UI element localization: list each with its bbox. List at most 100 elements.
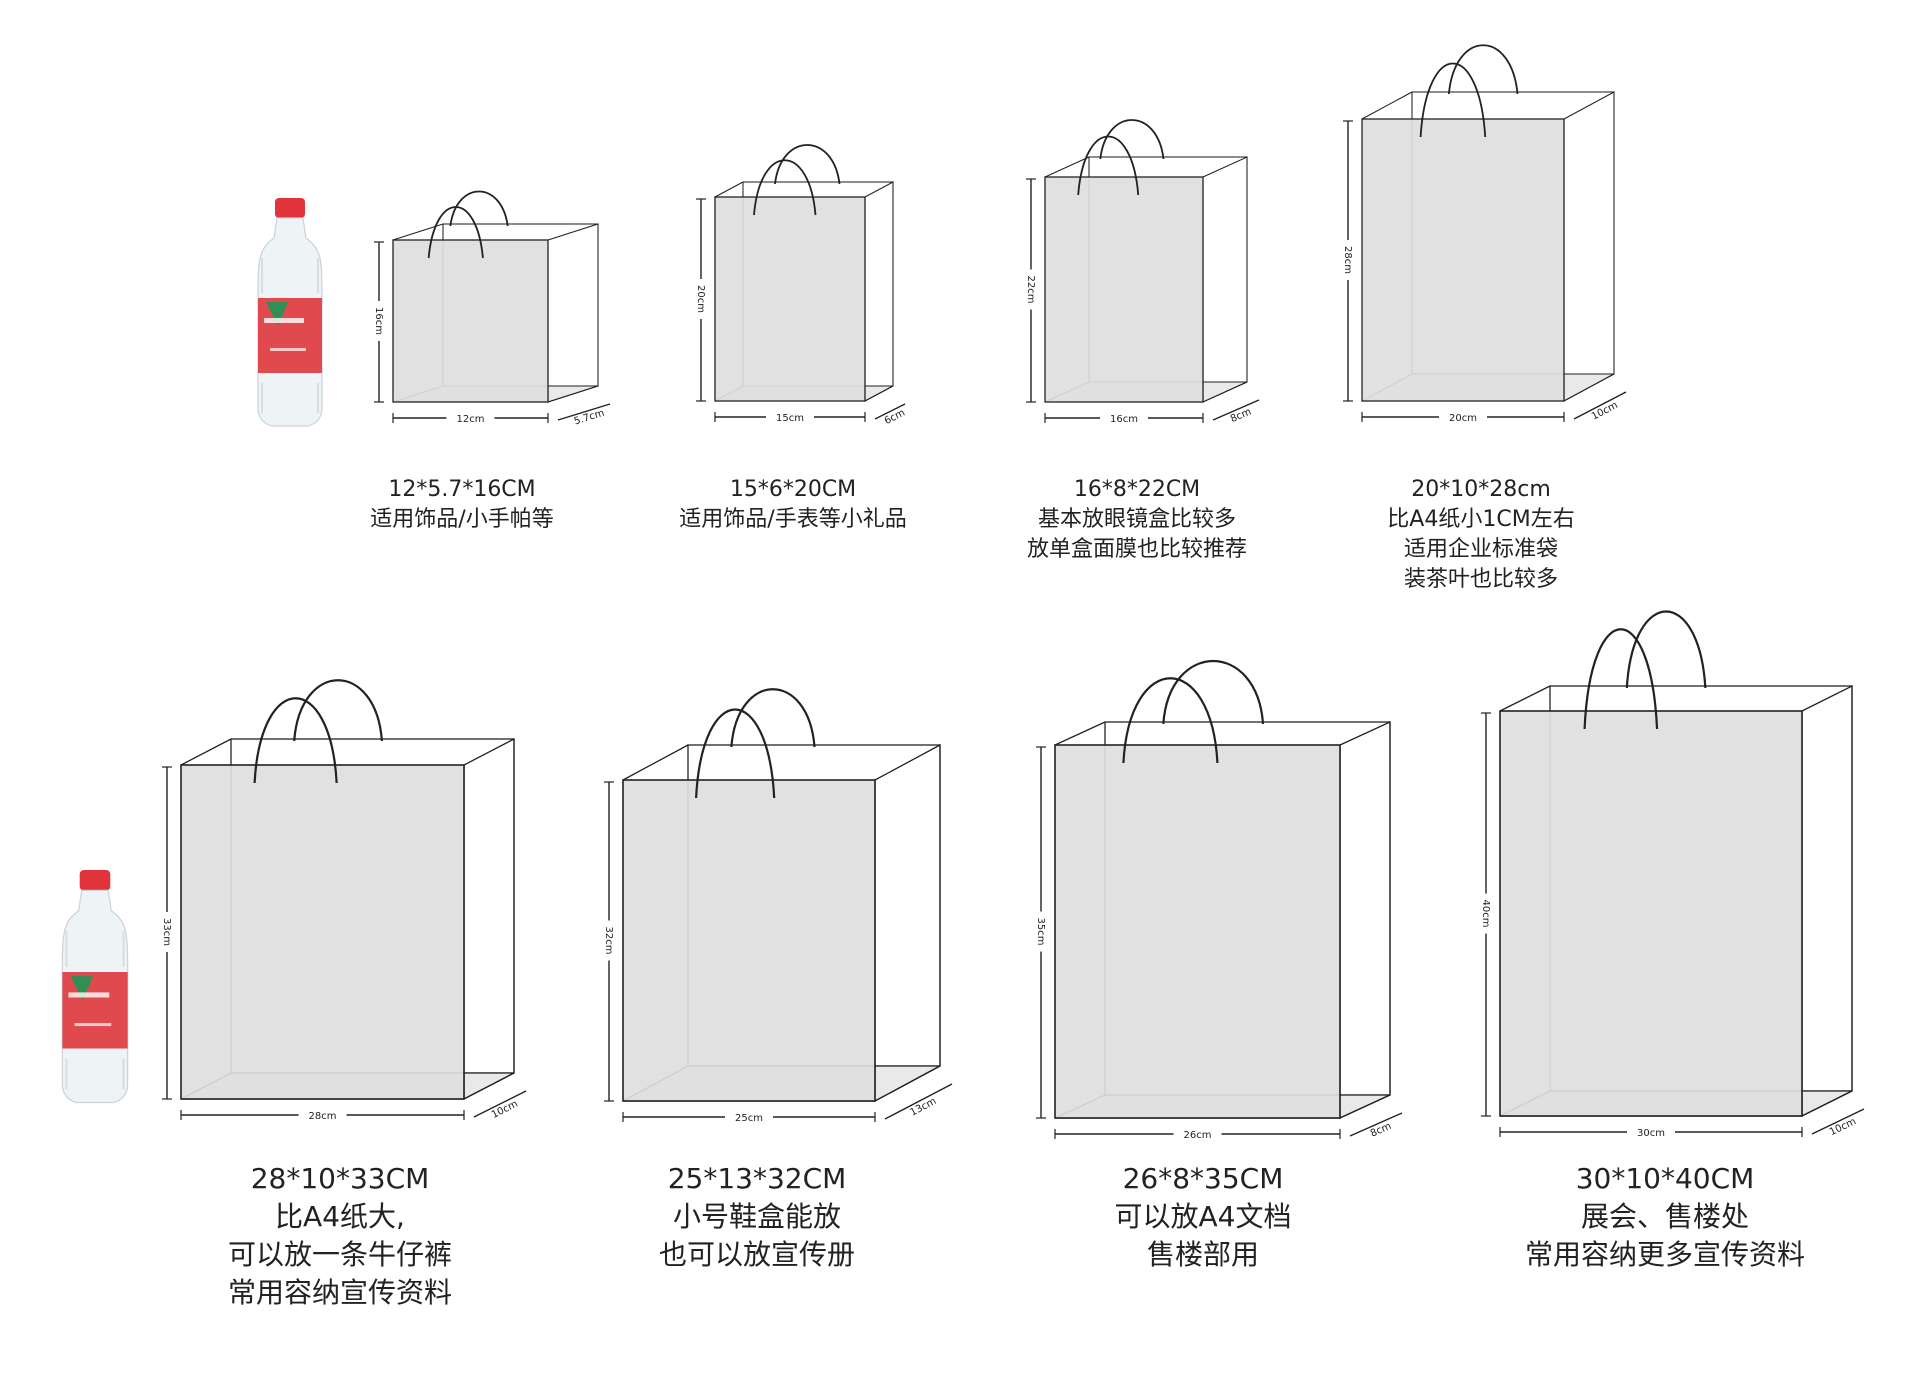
depth-dimension-line: [1212, 399, 1260, 421]
depth-label: 8cm: [1369, 1121, 1393, 1140]
width-label: 12cm: [457, 414, 485, 425]
label-gap: [1035, 911, 1047, 952]
bag-front-panel: [1054, 744, 1341, 1119]
back-handle: [1162, 660, 1265, 725]
width-label: 16cm: [1110, 414, 1138, 425]
bag-side-face: [1563, 91, 1615, 402]
water-bottle-icon: [257, 198, 323, 427]
bag-front-panel: [180, 764, 465, 1100]
label-gap: [1342, 240, 1354, 280]
bottle-label: [258, 298, 322, 373]
bag-front-panel: [622, 779, 876, 1102]
front-handle: [694, 708, 776, 799]
bag-usage-line: 适用饰品/小手帕等: [370, 507, 554, 532]
bag-usage-line: 展会、售楼处: [1580, 1200, 1750, 1233]
back-handle: [774, 144, 841, 185]
bottle-label-stripe: [74, 1023, 112, 1027]
depth-dimension-line: [1349, 1112, 1403, 1137]
height-label: 22cm: [1025, 276, 1036, 304]
width-label: 26cm: [1184, 1130, 1212, 1141]
label-gap: [1480, 893, 1492, 934]
bag-side-face: [1339, 721, 1391, 1119]
bag-size-label: 12*5.7*16CM: [388, 477, 536, 502]
bag-front-panel: [1044, 176, 1204, 403]
bag-front-panel: [1499, 710, 1803, 1117]
label-gap: [725, 1111, 773, 1123]
back-handle: [449, 190, 509, 227]
front-handle: [1419, 62, 1487, 138]
bag-top-edge: [1499, 685, 1551, 712]
bag-usage-line: 常用容纳更多宣传资料: [1524, 1238, 1806, 1271]
bag-usage-line: 可以放一条牛仔裤: [227, 1238, 453, 1271]
height-label: 28cm: [1342, 246, 1353, 274]
bag-caption-1: 12*5.7*16CM 适用饰品/小手帕等: [370, 475, 553, 535]
width-label: 15cm: [776, 413, 804, 424]
depth-label: 6cm: [883, 408, 907, 428]
bag-caption-8: 30*10*40CM 展会、售楼处常用容纳更多宣传资料: [1525, 1160, 1805, 1274]
depth-dimension-line: [473, 1090, 527, 1118]
front-handle: [1077, 135, 1140, 196]
bag-front-panel: [714, 196, 866, 402]
bag-top-edge: [180, 738, 232, 766]
bag-usage-line: 小号鞋盒能放: [672, 1200, 842, 1233]
bottle-ridges: [261, 258, 319, 413]
bag-7: 35cm 26cm 8cm: [1035, 660, 1403, 1141]
bag-usage-line: 可以放A4文档: [1114, 1200, 1292, 1233]
bag-caption-7: 26*8*35CM 可以放A4文档售楼部用: [1115, 1160, 1292, 1274]
label-gap: [603, 920, 615, 961]
depth-dimension-line: [884, 1083, 953, 1120]
label-gap: [695, 279, 707, 319]
bag-side-face: [1801, 684, 1853, 1118]
back-handle: [1447, 44, 1519, 95]
bag-size-label: 26*8*35CM: [1122, 1162, 1284, 1195]
bag-usage-line: 售楼部用: [1146, 1238, 1260, 1271]
label-gap: [161, 912, 173, 952]
bag-top-edge: [714, 181, 744, 198]
back-handle: [1625, 610, 1707, 689]
height-label: 35cm: [1035, 918, 1046, 946]
bag-size-label: 28*10*33CM: [250, 1162, 430, 1195]
depth-dimension-line: [1811, 1108, 1865, 1135]
bag-front-panel: [1361, 118, 1565, 402]
label-gap: [446, 412, 495, 424]
back-handle: [730, 688, 816, 748]
bag-side-face: [547, 223, 599, 403]
label-gap: [298, 1109, 347, 1121]
height-label: 32cm: [603, 927, 614, 955]
bag-side-face: [864, 181, 894, 402]
front-handle: [753, 159, 817, 216]
bottle-ridges: [65, 931, 125, 1090]
bag-size-label: 30*10*40CM: [1575, 1162, 1755, 1195]
back-handle: [1099, 119, 1165, 160]
front-handle: [427, 206, 484, 259]
label-gap: [1025, 269, 1037, 310]
bag-size-label: 15*6*20CM: [729, 477, 857, 502]
label-gap: [1627, 1126, 1675, 1138]
width-label: 30cm: [1637, 1128, 1665, 1139]
bottle-label-stripe: [264, 318, 304, 323]
bag-side-face: [1202, 156, 1248, 403]
front-handle: [253, 697, 338, 784]
front-handle: [1583, 628, 1659, 730]
bottle-cap: [275, 198, 305, 218]
bag-2: 20cm 15cm 6cm: [695, 144, 907, 428]
height-label: 20cm: [695, 285, 706, 313]
bag-usage-line: 装茶叶也比较多: [1403, 567, 1559, 592]
bottle-label-stripe: [270, 348, 306, 351]
bag-usage-line: 基本放眼镜盒比较多: [1037, 507, 1237, 532]
bag-top-edge: [1361, 91, 1413, 120]
bag-usage-line: 比A4纸大,: [275, 1200, 405, 1233]
width-label: 25cm: [735, 1113, 763, 1124]
bag-front-panel: [392, 239, 549, 403]
label-gap: [1173, 1128, 1222, 1140]
